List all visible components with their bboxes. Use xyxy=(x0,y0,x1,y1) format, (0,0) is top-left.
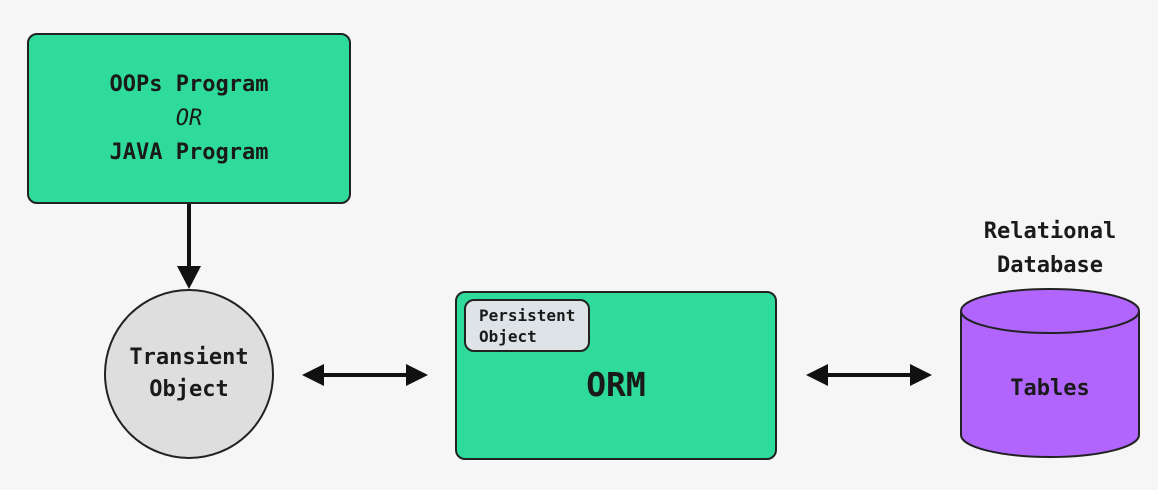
arrow-orm-database xyxy=(806,364,932,386)
transient-label-line2: Object xyxy=(149,377,229,402)
java-program-line: JAVA Program xyxy=(109,139,269,165)
or-label: OR xyxy=(175,105,203,131)
arrow-down-oop-to-transient xyxy=(177,204,201,289)
transient-object-circle: Transient Object xyxy=(104,289,274,459)
orm-box: Persistent Object ORM xyxy=(455,291,777,460)
database-title-line2: Database xyxy=(997,253,1103,278)
persistent-object-badge: Persistent Object xyxy=(464,299,590,352)
relational-database-title: Relational Database xyxy=(960,215,1140,283)
persistent-label-line1: Persistent xyxy=(479,306,576,325)
arrow-transient-orm xyxy=(302,364,428,386)
tables-label: Tables xyxy=(1010,376,1090,401)
database-cylinder-icon xyxy=(960,288,1140,458)
oop-program-line: OOPs Program xyxy=(109,71,269,97)
database-title-line1: Relational xyxy=(983,219,1117,244)
orm-label: ORM xyxy=(586,365,646,404)
transient-label-line1: Transient xyxy=(129,345,249,370)
oop-program-box: OOPs Program OR JAVA Program xyxy=(27,33,351,204)
persistent-label-line2: Object xyxy=(479,327,537,346)
